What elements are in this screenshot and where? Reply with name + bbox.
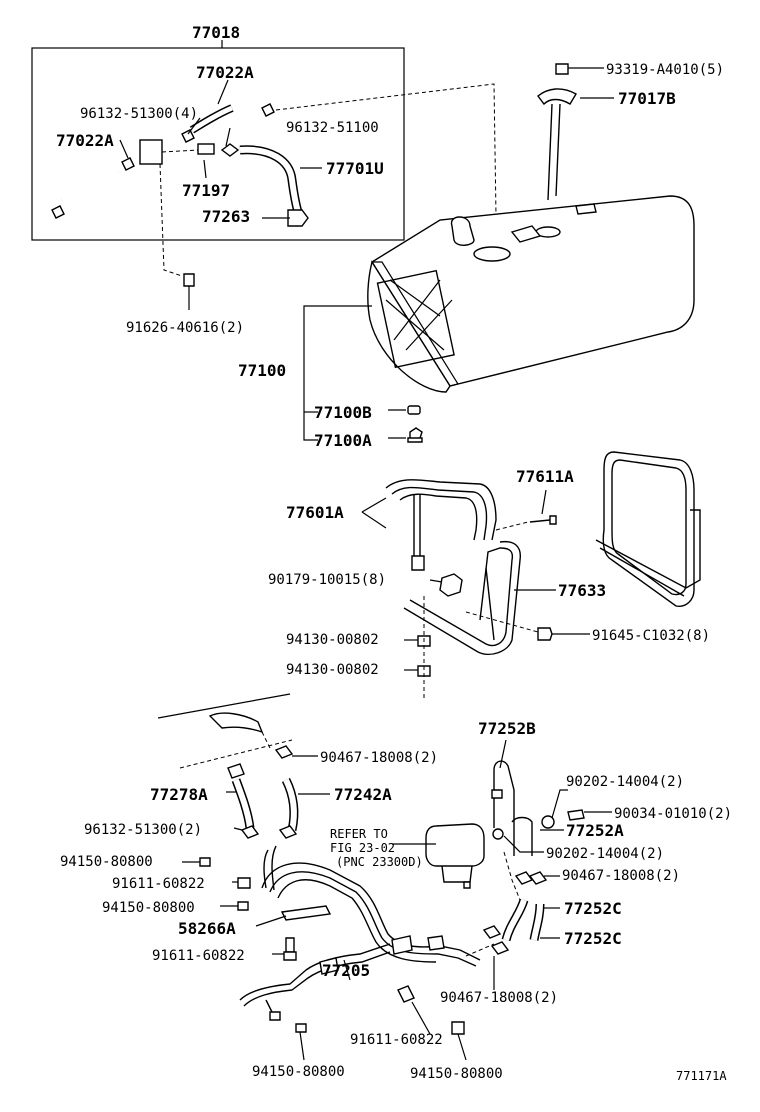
label-91611-a: 91611-60822 <box>112 876 205 892</box>
drain-plug-77100A <box>407 427 423 443</box>
label-77252A: 77252A <box>566 821 624 840</box>
label-91611-c: 91611-60822 <box>350 1032 443 1048</box>
nut-94150-a <box>199 857 211 867</box>
label-77278A: 77278A <box>150 785 208 804</box>
label-77242A: 77242A <box>334 785 392 804</box>
label-94150-d: 94150-80800 <box>410 1066 503 1082</box>
label-77205: 77205 <box>322 961 370 980</box>
label-77252C-b: 77252C <box>564 929 622 948</box>
label-94150-b: 94150-80800 <box>102 900 195 916</box>
clip-mid <box>121 157 135 171</box>
bolt-91611-a <box>237 877 251 889</box>
bracket-plate <box>510 225 542 243</box>
bolt-90034 <box>567 809 585 821</box>
label-90034: 90034-01010(2) <box>614 806 732 822</box>
nut-94150-c <box>295 1023 307 1033</box>
label-refer-2: FIG 23-02 <box>330 841 395 855</box>
label-refer-3: (PNC 23300D) <box>336 855 423 869</box>
label-91611-b: 91611-60822 <box>152 948 245 964</box>
fuel-line-group <box>157 693 612 1061</box>
plug-77100B <box>407 405 421 415</box>
label-77022A-left: 77022A <box>56 131 114 150</box>
label-77252C-a: 77252C <box>564 899 622 918</box>
bolt-91611-c <box>397 985 415 1003</box>
label-90467-mid: 90467-18008(2) <box>562 868 680 884</box>
label-58266A: 58266A <box>178 919 236 938</box>
washer-90202-b <box>492 828 504 840</box>
label-96132-51300-4: 96132-51300(4) <box>80 106 198 122</box>
bolt-91645 <box>537 627 553 641</box>
label-77611A: 77611A <box>516 467 574 486</box>
bracket-58266A <box>280 905 332 921</box>
label-77018: 77018 <box>192 23 240 42</box>
label-93319: 93319-A4010(5) <box>606 62 724 78</box>
bolt-91611-b <box>285 937 295 953</box>
clip-top-b <box>261 103 275 117</box>
filler-neck <box>450 216 475 246</box>
washer-90202-a <box>541 815 555 829</box>
label-90179: 90179-10015(8) <box>268 572 386 588</box>
callout-labels: 77018 77022A 96132-51300(4) 96132-51100 … <box>56 23 732 1083</box>
label-96132-51300-2: 96132-51300(2) <box>84 822 202 838</box>
label-96132-51100: 96132-51100 <box>286 120 379 136</box>
bracket-top <box>208 712 264 734</box>
valve-body <box>139 139 163 165</box>
label-90202-a: 90202-14004(2) <box>566 774 684 790</box>
label-77601A: 77601A <box>286 503 344 522</box>
label-77197: 77197 <box>182 181 230 200</box>
fitting-77197 <box>197 143 215 155</box>
nut-90179 <box>439 573 463 597</box>
label-94150-c: 94150-80800 <box>252 1064 345 1080</box>
tank-body <box>371 195 695 387</box>
pump-port <box>473 246 511 262</box>
label-77701U: 77701U <box>326 159 384 178</box>
nut-94150-d <box>451 1021 465 1035</box>
label-91626: 91626-40616(2) <box>126 320 244 336</box>
label-90467-top: 90467-18008(2) <box>320 750 438 766</box>
bolt-93319 <box>555 63 569 75</box>
label-77022A-top: 77022A <box>196 63 254 82</box>
nut-94150-b <box>237 901 249 911</box>
tank-mount-group <box>361 451 701 700</box>
kit-box <box>31 47 405 241</box>
label-94150-a: 94150-80800 <box>60 854 153 870</box>
figure-id: 771171A <box>676 1069 727 1083</box>
fuel-filter <box>425 823 485 867</box>
label-77100B: 77100B <box>314 403 372 422</box>
label-94130-a: 94130-00802 <box>286 632 379 648</box>
clip-96132-51100 <box>220 143 240 157</box>
clip-left <box>51 205 65 219</box>
label-91645: 91645-C1032(8) <box>592 628 710 644</box>
fuel-tank-group <box>303 63 695 443</box>
label-77633: 77633 <box>558 581 606 600</box>
label-77263: 77263 <box>202 207 250 226</box>
strap-bolt <box>411 555 425 571</box>
sender-gauge-77017B <box>537 88 577 106</box>
label-77100A: 77100A <box>314 431 372 450</box>
clip-top-a <box>181 129 195 143</box>
fitting-77263 <box>287 209 309 227</box>
label-90467-bot: 90467-18008(2) <box>440 990 558 1006</box>
label-refer-1: REFER TO <box>330 827 388 841</box>
label-94130-b: 94130-00802 <box>286 662 379 678</box>
label-77017B: 77017B <box>618 89 676 108</box>
label-77252B: 77252B <box>478 719 536 738</box>
bolt-91626 <box>183 273 195 287</box>
tube-joint <box>391 935 413 955</box>
label-77100: 77100 <box>238 361 286 380</box>
nut-94130-b <box>417 665 431 677</box>
label-90202-b: 90202-14004(2) <box>546 846 664 862</box>
